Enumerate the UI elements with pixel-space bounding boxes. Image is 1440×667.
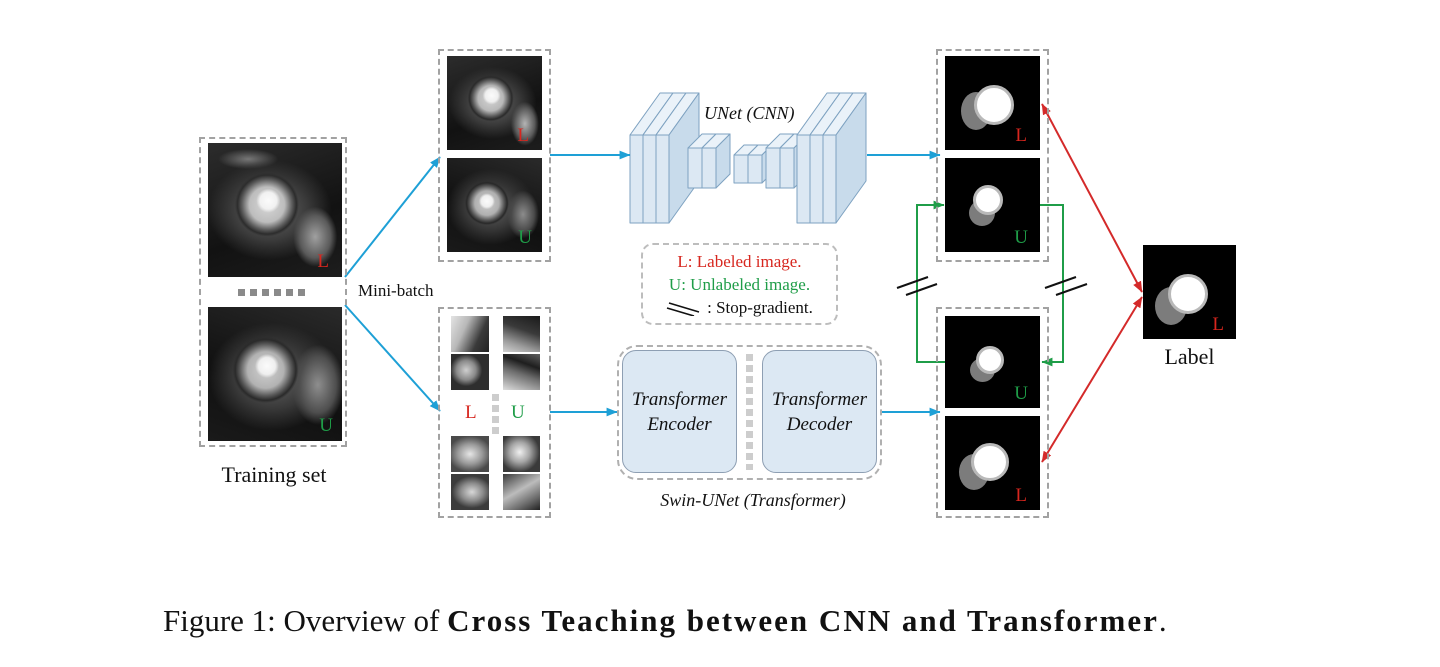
ground-truth-tag: L <box>1212 314 1224 335</box>
image-patch <box>503 436 540 472</box>
unet-layer-block <box>822 92 867 224</box>
image-patch <box>451 354 489 390</box>
prediction-tag: L <box>1015 125 1027 146</box>
unet-label: UNet (CNN) <box>704 103 795 123</box>
unet-layer-block <box>655 92 700 224</box>
stop-gradient-mark-right <box>1044 276 1088 296</box>
image-patch <box>451 436 489 472</box>
transformer-encoder-line1: Transformer <box>631 388 728 410</box>
caption-suffix: . <box>1158 603 1167 638</box>
more-patches-ellipsis <box>492 394 499 434</box>
flow-arrow-train-to-cnn-batch <box>344 156 441 278</box>
prediction-tag: U <box>1014 383 1028 404</box>
training-image-labeled: L <box>208 143 342 277</box>
flow-arrow-train-to-transformer-batch <box>344 304 441 412</box>
legend-stop-gradient-text: : Stop-gradient. <box>707 297 813 317</box>
legend: L: Labeled image. U: Unlabeled image. : … <box>641 243 838 325</box>
training-image-tag: L <box>317 251 329 272</box>
unet-cnn-diagram <box>629 92 867 224</box>
unet-layer-block <box>701 133 731 189</box>
cnn-batch-image-labeled: L <box>447 56 542 150</box>
cnn-prediction-labeled: L <box>945 56 1040 150</box>
cnn-batch-image-unlabeled: U <box>447 158 542 252</box>
more-images-ellipsis <box>238 289 308 296</box>
image-patch <box>503 316 540 352</box>
transformer-prediction-labeled: L <box>945 416 1040 510</box>
transformer-predictions-box <box>936 307 1049 518</box>
swin-unet-label: Swin-UNet (Transformer) <box>660 490 846 510</box>
cnn-prediction-unlabeled: U <box>945 158 1040 252</box>
patch-group-tag-unlabeled: U <box>511 402 525 423</box>
training-image-unlabeled: U <box>208 307 342 441</box>
caption-prefix: Figure 1: Overview of <box>163 603 448 638</box>
cnn-predictions-box <box>936 49 1049 262</box>
supervision-arrow-transformer-label <box>1041 296 1143 463</box>
legend-stop-gradient: : Stop-gradient. <box>666 296 813 319</box>
transformer-batch-box <box>438 307 551 518</box>
legend-unlabeled: U: Unlabeled image. <box>668 274 811 294</box>
supervision-arrow-cnn-label <box>1041 103 1143 293</box>
mini-batch-label: Mini-batch <box>358 281 434 300</box>
transformer-decoder-line1: Transformer <box>771 388 868 410</box>
image-patch <box>451 316 489 352</box>
image-patch <box>503 354 540 390</box>
ground-truth-label-mask: L <box>1143 245 1236 339</box>
caption-title: Cross Teaching between CNN and Transform… <box>447 603 1159 638</box>
transformer-decoder-block: Transformer Decoder <box>762 350 877 473</box>
training-set-label: Training set <box>221 462 327 487</box>
transformer-prediction-unlabeled: U <box>945 316 1040 408</box>
figure-caption: Figure 1: Overview of Cross Teaching bet… <box>163 603 1167 639</box>
batch-image-tag: U <box>518 227 532 248</box>
cnn-batch-box <box>438 49 551 262</box>
transformer-encoder-line2: Encoder <box>647 413 712 435</box>
prediction-tag: L <box>1015 485 1027 506</box>
prediction-tag: U <box>1014 227 1028 248</box>
legend-labeled: L: Labeled image. <box>677 251 802 271</box>
encoder-decoder-skip-divider <box>746 354 753 470</box>
double-slash-icon <box>666 302 700 316</box>
patch-group-tag-labeled: L <box>465 402 477 423</box>
training-set-box <box>199 137 347 447</box>
transformer-decoder-line2: Decoder <box>786 413 853 435</box>
ground-truth-label-text: Label <box>1164 344 1215 369</box>
cross-teaching-arrow-transformer-to-cnn <box>916 200 945 363</box>
stop-gradient-mark-left <box>896 276 938 296</box>
image-patch <box>503 474 540 510</box>
training-image-tag: U <box>319 415 333 436</box>
batch-image-tag: L <box>517 125 529 146</box>
swin-unet-box <box>617 345 882 480</box>
transformer-encoder-block: Transformer Encoder <box>622 350 737 473</box>
image-patch <box>451 474 489 510</box>
